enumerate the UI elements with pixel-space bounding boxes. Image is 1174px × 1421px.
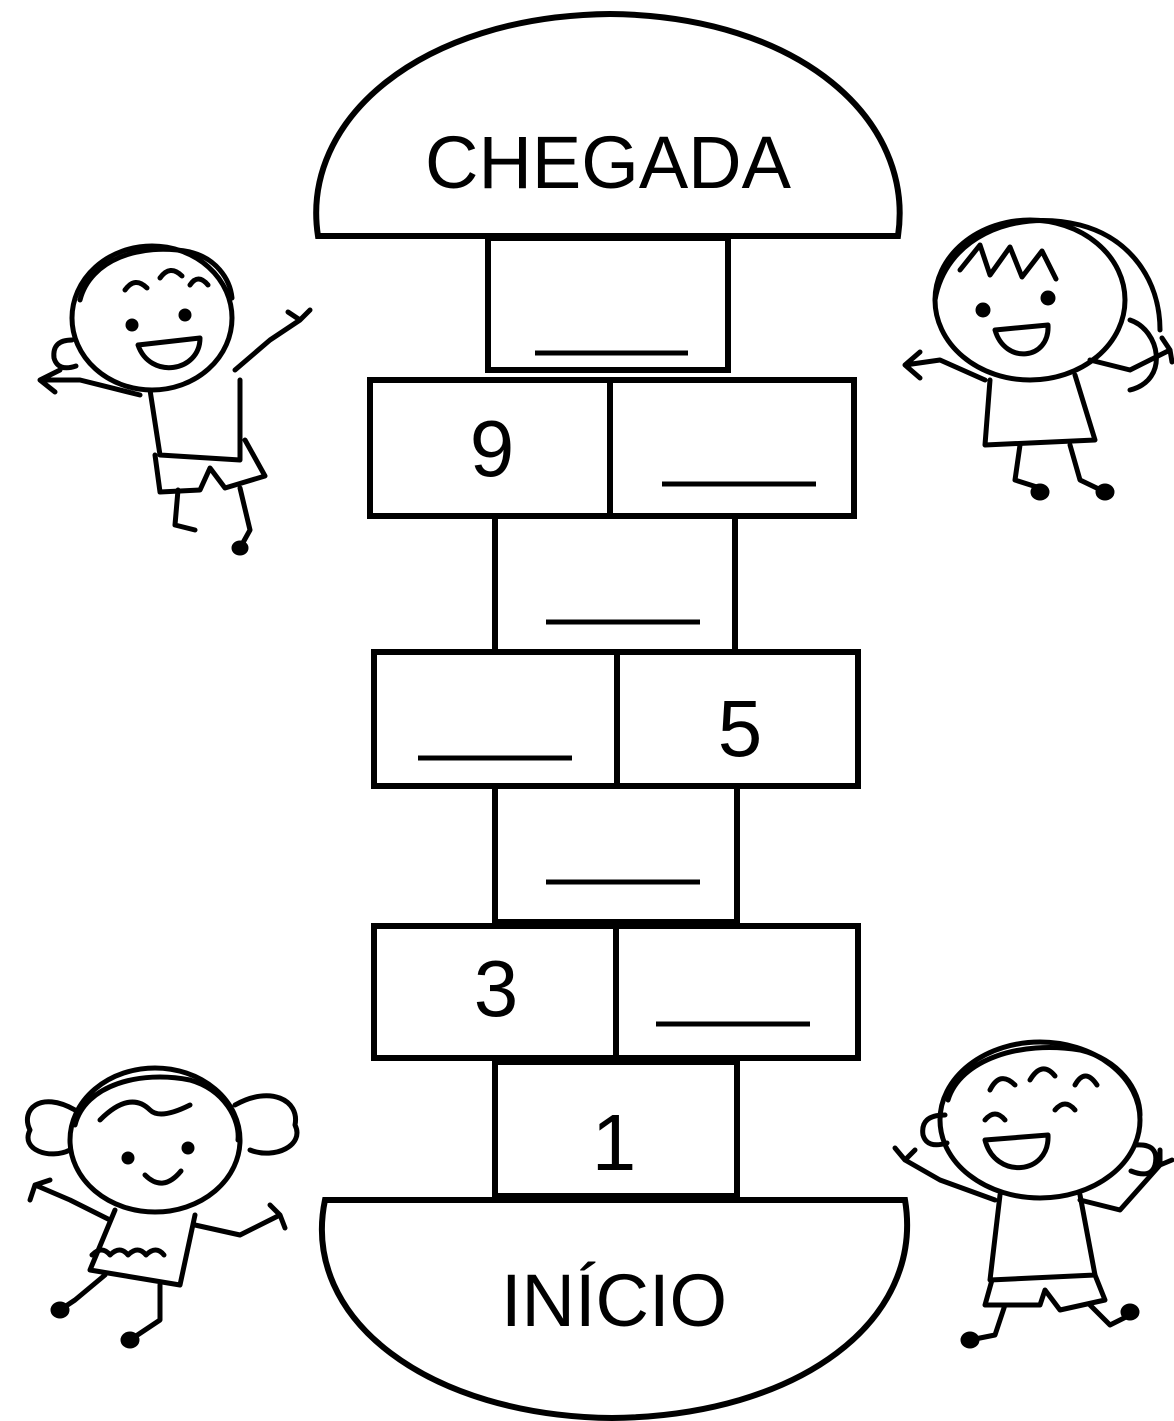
square-r6-right[interactable] [613,923,861,1061]
square-r3[interactable] [492,513,738,655]
child-boy-bottom-right-icon [892,1039,1174,1349]
child-boy-top-left-icon [37,243,313,556]
square-r4-right-value: 5 [718,684,763,773]
square-r6-left[interactable]: 3 [371,923,619,1061]
square-bottom[interactable]: 1 [492,1059,740,1199]
finish-label: CHEGADA [425,121,792,204]
square-r2-left-value: 9 [470,404,515,493]
square-top[interactable] [485,235,731,373]
start-area: INÍCIO [318,1197,910,1421]
square-r4-right[interactable]: 5 [614,649,861,789]
child-girl-top-right-icon [902,217,1174,501]
child-girl-bottom-left-icon [24,1065,300,1349]
square-r2-right[interactable] [607,377,857,519]
square-r5[interactable] [492,783,740,925]
hopscotch-grid: 9 5 3 [367,235,861,1199]
square-bottom-value: 1 [592,1098,637,1187]
start-label: INÍCIO [501,1259,727,1342]
square-r4-left[interactable] [371,649,620,789]
square-r2-left[interactable]: 9 [367,377,613,519]
square-r6-left-value: 3 [474,944,519,1033]
finish-area: CHEGADA [313,10,903,239]
